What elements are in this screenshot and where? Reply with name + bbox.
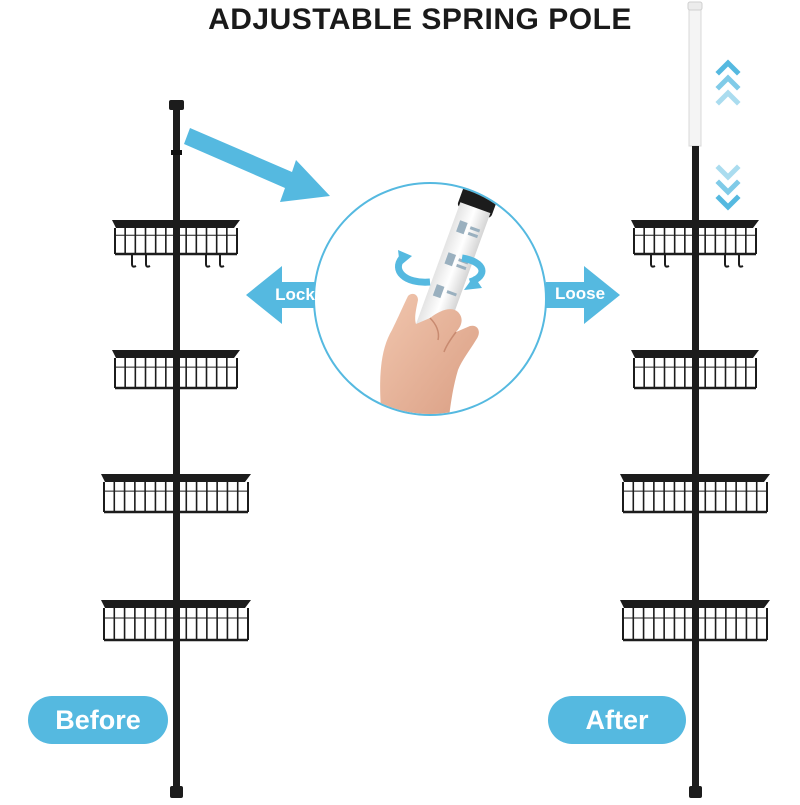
arrow-right-icon (546, 266, 620, 324)
chevron-up-icon (715, 59, 741, 106)
before-baskets (101, 220, 251, 642)
basket-shelf (101, 474, 251, 514)
chevron-down-icon (715, 164, 741, 211)
page-title: ADJUSTABLE SPRING POLE (208, 3, 632, 36)
basket-shelf (631, 350, 759, 390)
after-pole (687, 1, 703, 798)
rotate-icon (395, 250, 486, 290)
lock-label: Lock (275, 285, 315, 304)
basket-shelf (112, 350, 240, 390)
detail-circle (313, 182, 547, 416)
arrow-right-icon (184, 128, 330, 202)
basket-shelf (620, 474, 770, 514)
after-badge: After (548, 696, 686, 744)
basket-shelf (101, 600, 251, 642)
after-baskets (620, 220, 770, 642)
before-pole (169, 100, 184, 798)
loose-label: Loose (554, 284, 606, 303)
basket-shelf (620, 600, 770, 642)
basket-shelf (631, 220, 759, 268)
basket-shelf (112, 220, 240, 268)
before-badge: Before (28, 696, 168, 744)
arrow-left-icon (246, 266, 328, 324)
